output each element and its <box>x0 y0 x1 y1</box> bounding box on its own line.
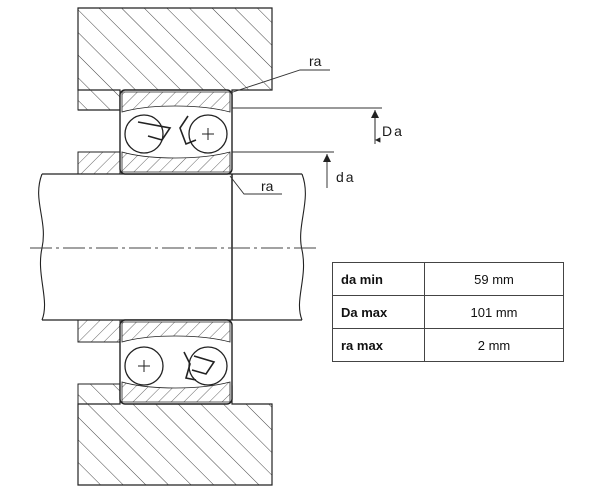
label-ra-housing: ra <box>309 53 322 69</box>
spec-value: 2 mm <box>424 328 564 362</box>
dimension-spec-table: da min 59 mm Da max 101 mm ra max 2 mm <box>332 262 564 362</box>
ra-leaders <box>229 69 330 195</box>
bearing-lower <box>119 319 233 405</box>
bearing-upper <box>119 89 233 175</box>
spec-row-ra-max: ra max 2 mm <box>332 328 564 362</box>
spec-name: da min <box>332 262 425 296</box>
spec-value: 101 mm <box>424 295 564 329</box>
dimension-lines <box>232 107 382 188</box>
housing-lower <box>77 383 273 486</box>
spec-row-da-min: da min 59 mm <box>332 262 564 296</box>
label-da: da <box>336 169 356 185</box>
shoulder-ring-lower <box>77 319 121 343</box>
spec-name: Da max <box>332 295 425 329</box>
spec-name: ra max <box>332 328 425 362</box>
label-Da: Da <box>382 123 404 139</box>
shaft <box>38 173 306 321</box>
spec-row-Da-max: Da max 101 mm <box>332 295 564 329</box>
spec-value: 59 mm <box>424 262 564 296</box>
label-ra-shaft: ra <box>261 178 274 194</box>
shoulder-ring-upper <box>77 151 121 175</box>
